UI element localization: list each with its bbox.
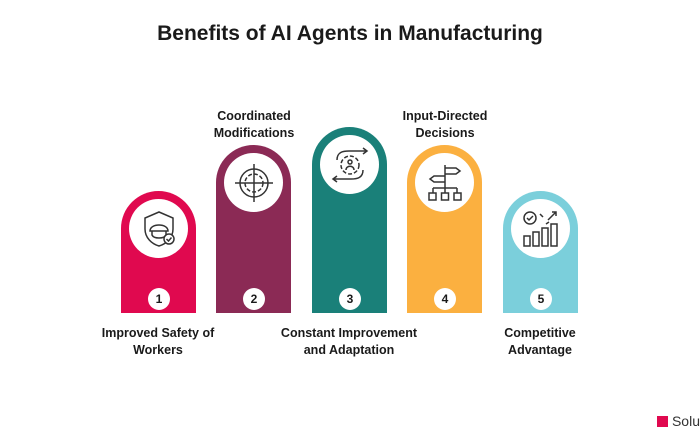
label-line: Workers	[133, 343, 183, 357]
label-line: Coordinated	[217, 109, 291, 123]
page-title: Benefits of AI Agents in Manufacturing	[157, 22, 543, 45]
label-line: Modifications	[213, 126, 295, 140]
safety-helmet-shield-icon	[129, 199, 188, 258]
label-1: Improved Safety of Workers	[73, 325, 243, 359]
gear-crosshair-icon	[224, 153, 283, 212]
gear-cycle-arrows-icon	[320, 135, 379, 194]
label-line: Decisions	[415, 126, 475, 140]
label-line: Constant Improvement	[280, 326, 418, 340]
label-3: Constant Improvement and Adaptation	[264, 325, 434, 359]
pillar-2: 2	[216, 145, 291, 313]
logo-mark-icon	[656, 415, 668, 427]
pillar-3: 3	[312, 127, 387, 313]
pillar-4: 4	[407, 145, 482, 313]
logo-text: Solu	[671, 413, 700, 429]
label-line: Advantage	[508, 343, 572, 357]
label-line: Improved Safety of	[101, 326, 215, 340]
step-number: 5	[530, 288, 552, 310]
pillar-5: 5	[503, 191, 578, 313]
step-number: 2	[243, 288, 265, 310]
signpost-hierarchy-icon	[415, 153, 474, 212]
growth-chart-icon	[511, 199, 570, 258]
step-number: 1	[148, 288, 170, 310]
brand-logo: Solu	[656, 413, 700, 429]
pillar-1: 1	[121, 191, 196, 313]
label-line: and Adaptation	[303, 343, 395, 357]
label-line: Competitive	[504, 326, 576, 340]
label-line: Input-Directed	[402, 109, 488, 123]
step-number: 3	[339, 288, 361, 310]
step-number: 4	[434, 288, 456, 310]
